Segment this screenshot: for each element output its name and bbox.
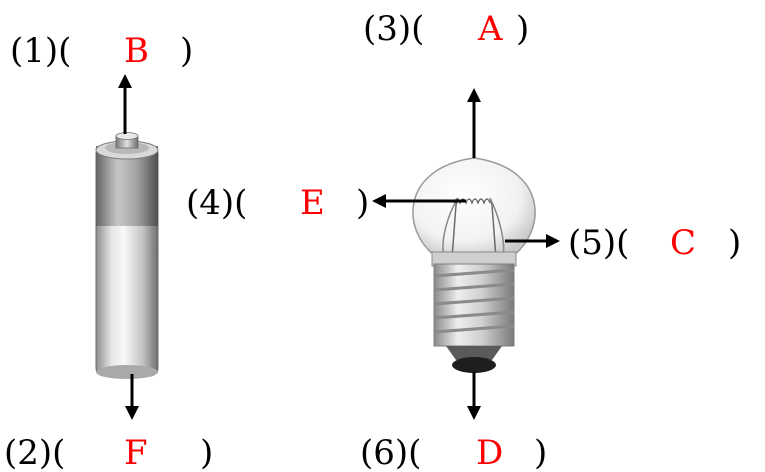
label-5-answer: C	[670, 223, 696, 263]
label-6-answer: D	[476, 433, 503, 472]
arrow-6-down	[467, 372, 481, 420]
label-6-close: )	[534, 433, 547, 472]
label-1-answer: B	[124, 31, 149, 71]
label-5-close: )	[728, 223, 741, 263]
arrow-1-up	[118, 74, 132, 134]
label-1: (1)( B )	[10, 31, 193, 71]
label-3: (3)( A )	[363, 9, 529, 49]
label-2-close: )	[200, 433, 213, 472]
arrow-3-up	[467, 88, 481, 158]
label-2-answer: F	[124, 433, 148, 472]
label-2: (2)( F )	[4, 433, 213, 472]
battery-illustration	[95, 132, 159, 379]
label-6: (6)( D )	[360, 433, 547, 472]
label-3-close: )	[516, 9, 529, 49]
arrow-5-right	[505, 234, 560, 248]
label-3-answer: A	[477, 9, 503, 49]
label-1-close: )	[180, 31, 193, 71]
label-4: (4)( E )	[186, 183, 369, 223]
label-3-number: (3)(	[363, 9, 424, 49]
arrow-2-down	[125, 374, 139, 420]
label-6-number: (6)(	[360, 433, 421, 472]
label-1-number: (1)(	[10, 31, 71, 71]
label-4-close: )	[356, 183, 369, 223]
label-5-number: (5)(	[568, 223, 629, 263]
light-bulb-illustration	[412, 157, 536, 373]
label-2-number: (2)(	[4, 433, 65, 472]
label-5: (5)( C )	[568, 223, 741, 263]
label-4-number: (4)(	[186, 183, 247, 223]
arrow-4-left	[372, 194, 466, 208]
label-4-answer: E	[300, 183, 325, 223]
